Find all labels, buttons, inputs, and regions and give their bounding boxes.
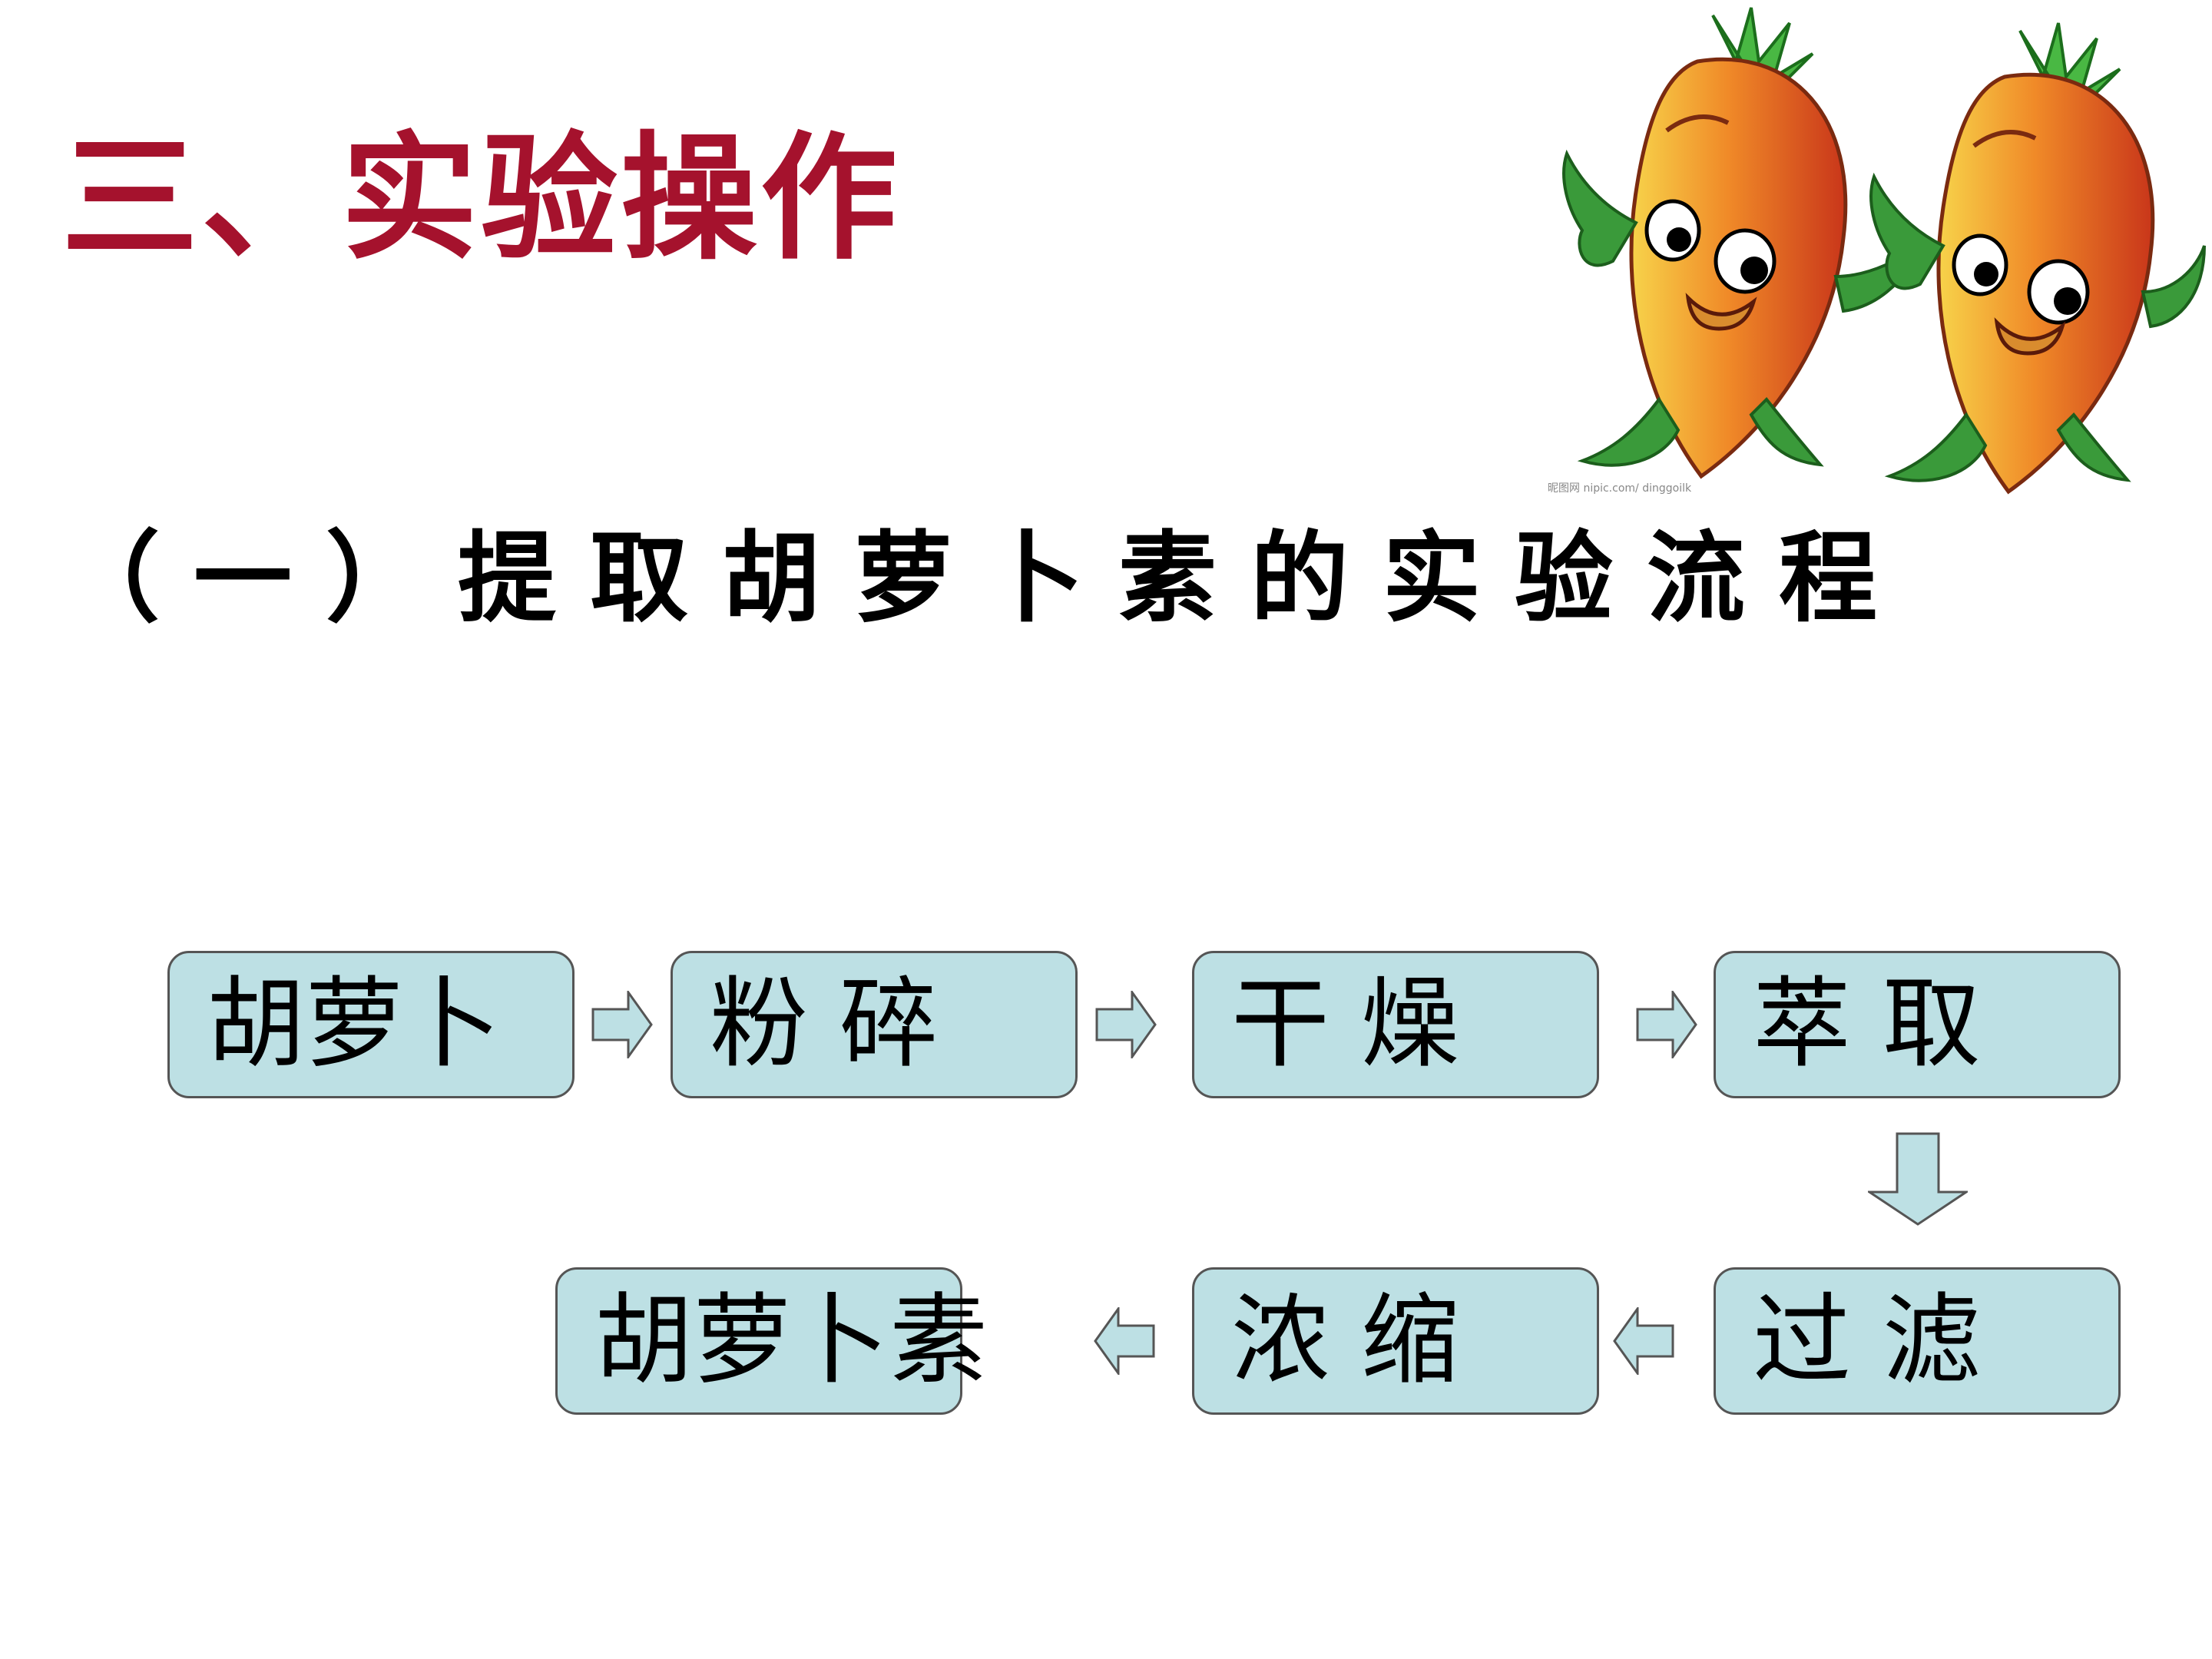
- page-title: 三、实验操作: [61, 119, 900, 278]
- flow-step-extract: 萃 取: [1714, 951, 2121, 1098]
- flow-step-crush: 粉 碎: [671, 951, 1078, 1098]
- carrot-right-icon: [1869, 22, 2206, 495]
- arrow-right-icon: [591, 991, 653, 1058]
- carrot-illustration: [1562, 7, 2206, 495]
- flow-step-concentrate: 浓 缩: [1192, 1267, 1599, 1415]
- flow-step-carrot: 胡萝卜: [167, 951, 575, 1098]
- arrow-right-icon: [1095, 991, 1157, 1058]
- arrow-right-icon: [1636, 991, 1697, 1058]
- flow-step-dry: 干 燥: [1192, 951, 1599, 1098]
- flow-step-carotene: 胡萝卜素: [555, 1267, 988, 1415]
- arrow-down-icon: [1868, 1132, 1968, 1226]
- arrow-left-icon: [1613, 1307, 1674, 1375]
- watermark: 昵图网 nipic.com/ dinggoilk: [1548, 482, 1692, 495]
- carrot-left-icon: [1562, 7, 1924, 479]
- section-subtitle: （一）提取胡萝卜素的实验流程: [61, 522, 1912, 636]
- arrow-left-icon: [1094, 1307, 1155, 1375]
- flow-step-filter: 过 滤: [1714, 1267, 2121, 1415]
